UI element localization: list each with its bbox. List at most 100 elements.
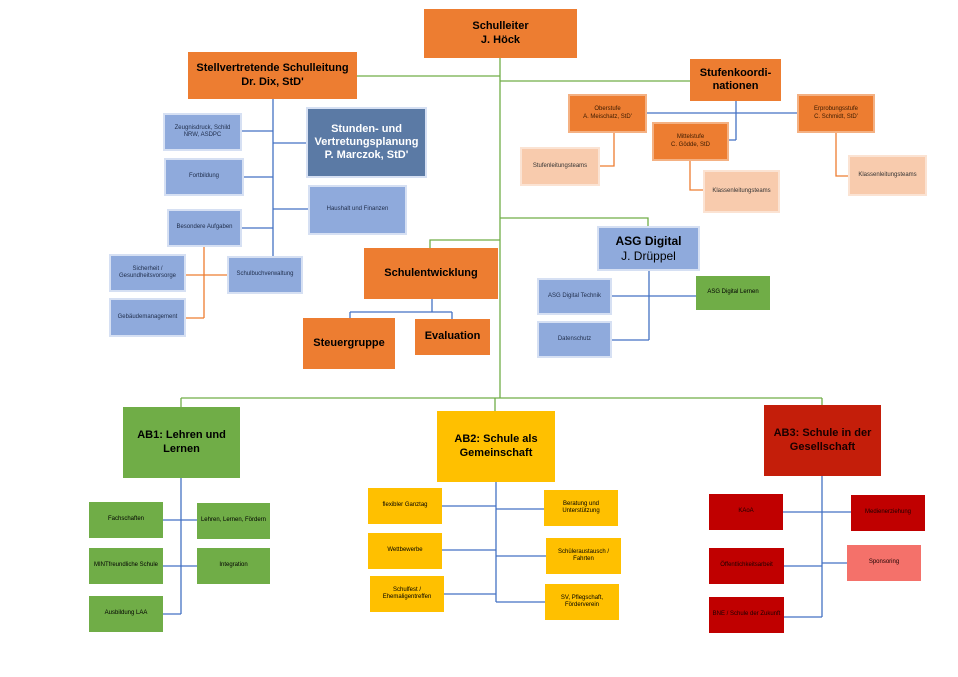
schulentwicklung-lines: [349, 299, 453, 319]
gebaeudemanagement-box: Gebäudemanagement: [109, 298, 186, 337]
ab2-box: AB2: Schule als Gemeinschaft: [437, 411, 555, 482]
sicherheit-box: Sicherheit / Gesundheitsvorsorge: [109, 254, 186, 292]
erprobungsstufe-name: C. Schmidt, StD': [814, 113, 858, 120]
asg-digital-lernen-label: ASG Digital Lernen: [707, 289, 759, 296]
schueleraustausch-label: Schüleraustausch / Fahrten: [557, 548, 610, 562]
lehren-lernen-box: Lehren, Lernen, Fördern: [197, 503, 270, 539]
klassenleitungsteams-mittel-box: Klassenleitungsteams: [703, 170, 780, 213]
schulentwicklung-box: Schulentwicklung: [364, 248, 498, 299]
asg-digital-technik-label: ASG Digital Technik: [548, 292, 601, 299]
mittelstufe-title: Mittelstufe: [676, 134, 705, 141]
haushalt-label: Haushalt und Finanzen: [326, 206, 389, 213]
schulfest-label: Schulfest / Ehemaligentreffen: [382, 586, 432, 600]
wettbewerbe-label: Wettbewerbe: [387, 547, 423, 554]
digital-lines: [612, 271, 696, 341]
ab3-box: AB3: Schule in der Gesellschaft: [764, 405, 881, 476]
ganztag-label: flexibler Ganztag: [382, 502, 428, 509]
schulfest-box: Schulfest / Ehemaligentreffen: [370, 576, 444, 612]
besondere-lines: [186, 247, 227, 319]
ausbildung-box: Ausbildung LAA: [89, 596, 163, 632]
datenschutz-label: Datenschutz: [557, 335, 592, 342]
stellvertretung-lines: [242, 99, 308, 276]
klassenleitungsteams-mittel-label: Klassenleitungsteams: [712, 187, 771, 194]
branch-schulentwicklung: [429, 239, 500, 248]
ab2-title: AB2: Schule als Gemeinschaft: [454, 433, 538, 459]
mittelstufe-name: C. Gödde, StD: [670, 141, 711, 148]
evaluation-label: Evaluation: [424, 330, 481, 343]
sponsoring-label: Sponsoring: [868, 559, 900, 566]
integration-box: Integration: [197, 548, 270, 584]
erprobungsstufe-title: Erprobungsstufe: [813, 106, 859, 113]
sv-box: SV, Pflegschaft, Förderverein: [545, 584, 619, 620]
sicherheit-label: Sicherheit / Gesundheitsvorsorge: [118, 265, 177, 279]
besondere-aufgaben-box: Besondere Aufgaben: [167, 209, 242, 247]
besondere-aufgaben-label: Besondere Aufgaben: [176, 224, 233, 231]
stundenplanung-line1: Stunden- und: [331, 122, 402, 135]
lehren-lernen-label: Lehren, Lernen, Fördern: [200, 517, 267, 524]
stufenkoordination-line2: nationen: [712, 80, 759, 92]
mint-box: MINTfreundliche Schule: [89, 548, 163, 584]
stufenleitungsteams-box: Stufenleitungsteams: [520, 147, 600, 186]
mint-label: MINTfreundliche Schule: [93, 562, 159, 569]
branch-digital: [500, 217, 649, 226]
ab2-lines: [442, 482, 546, 603]
fortbildung-box: Fortbildung: [164, 158, 244, 196]
oberstufe-name: A. Meischatz, StD': [583, 113, 632, 120]
stufenkoordination-box: Stufenkoordi-nationen: [690, 59, 781, 101]
stufenkoordination-line1: Stufenkoordi-: [699, 66, 772, 79]
ab1-title: AB1: Lehren und Lernen: [137, 429, 226, 455]
integration-label: Integration: [219, 562, 248, 569]
zeugnisdruck-label: Zeugnisdruck, Schild NRW, ASDPC: [174, 124, 231, 138]
asg-digital-name: J. Drüppel: [621, 248, 676, 263]
fachschaften-box: Fachschaften: [89, 502, 163, 538]
ab1-box: AB1: Lehren und Lernen: [123, 407, 240, 478]
ab3-lines: [755, 476, 851, 618]
beratung-label: Beratung und Unterstützung: [562, 500, 600, 514]
bne-label: BNE / Schule der Zukunft: [712, 611, 781, 618]
stufen-lines: [647, 101, 798, 141]
schulentwicklung-title: Schulentwicklung: [384, 266, 478, 279]
stundenplanung-line3: P. Marczok, StD': [324, 149, 409, 162]
oberstufe-title: Oberstufe: [594, 106, 621, 113]
kaoa-label: KAoA: [738, 508, 754, 515]
sv-label: SV, Pflegschaft, Förderverein: [560, 594, 604, 608]
klassenleitungsteams-erprobung-label: Klassenleitungsteams: [858, 171, 917, 178]
schulleiter-name: J. Höck: [480, 33, 521, 46]
schulleiter-title: Schulleiter: [472, 20, 529, 33]
sponsoring-box: Sponsoring: [847, 545, 921, 581]
ganztag-box: flexibler Ganztag: [368, 488, 442, 524]
stufen-orange-lines: [600, 133, 848, 191]
schulbuchverwaltung-box: Schulbuchverwaltung: [227, 256, 303, 294]
schulbuchverwaltung-label: Schulbuchverwaltung: [236, 271, 294, 278]
bne-box: BNE / Schule der Zukunft: [709, 597, 784, 633]
zeugnisdruck-box: Zeugnisdruck, Schild NRW, ASDPC: [163, 113, 242, 151]
steuergruppe-label: Steuergruppe: [313, 336, 385, 349]
asg-digital-title: ASG Digital: [615, 234, 682, 249]
ab1-lines: [163, 478, 197, 615]
haushalt-box: Haushalt und Finanzen: [308, 185, 407, 235]
medienerziehung-box: Medienerziehung: [851, 495, 925, 531]
evaluation-box: Evaluation: [415, 319, 490, 355]
schueleraustausch-box: Schüleraustausch / Fahrten: [546, 538, 621, 574]
ausbildung-label: Ausbildung LAA: [104, 610, 148, 617]
asg-digital-technik-box: ASG Digital Technik: [537, 278, 612, 315]
steuergruppe-box: Steuergruppe: [303, 318, 395, 369]
fortbildung-label: Fortbildung: [188, 173, 220, 180]
klassenleitungsteams-erprobung-box: Klassenleitungsteams: [848, 155, 927, 196]
stellvertretung-title: Stellvertretende Schulleitung: [196, 62, 349, 75]
oeffentlichkeitsarbeit-label: Öffentlichkeitsarbeit: [720, 562, 773, 569]
stufenleitungsteams-label: Stufenleitungsteams: [532, 162, 588, 169]
fachschaften-label: Fachschaften: [107, 516, 145, 523]
stellvertretung-name: Dr. Dix, StD': [241, 75, 304, 88]
ab3-title: AB3: Schule in der Gesellschaft: [773, 427, 872, 453]
stundenplanung-line2: Vertretungsplanung: [314, 135, 419, 148]
datenschutz-box: Datenschutz: [537, 321, 612, 358]
